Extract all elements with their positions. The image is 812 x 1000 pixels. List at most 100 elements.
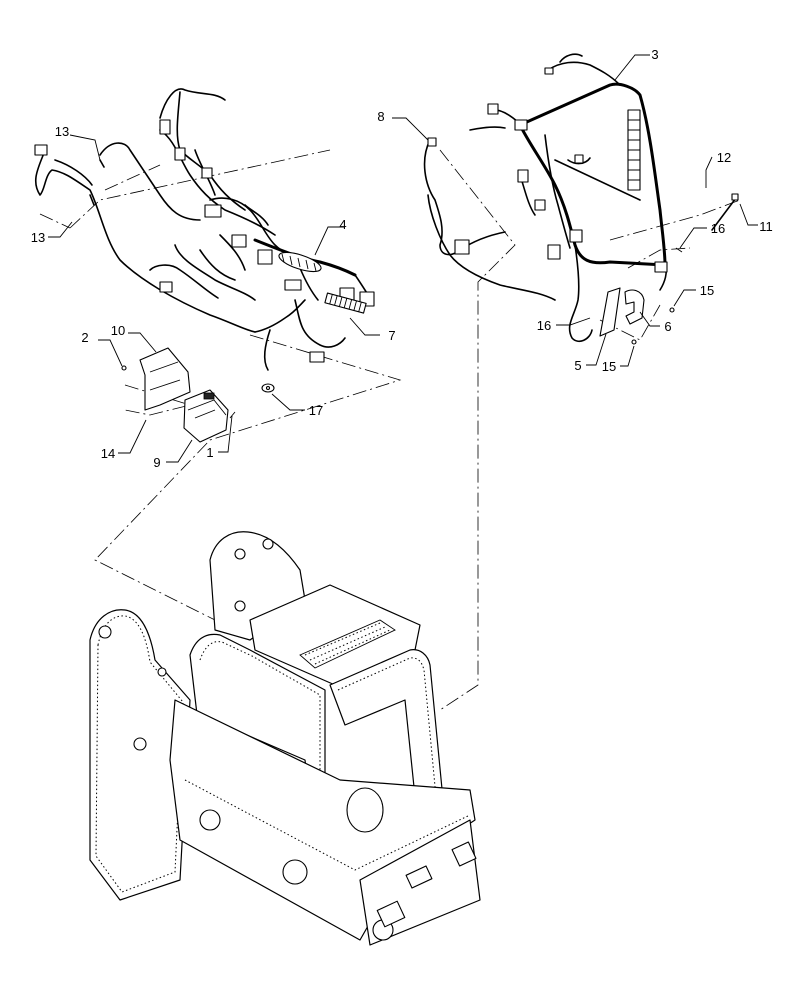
access-hole [199,809,221,831]
callout-15a: 15 [700,283,714,298]
callout-4: 4 [339,217,346,232]
leader-16a [679,227,707,249]
callout-17: 17 [309,403,323,418]
step-plate [376,900,406,928]
callout-7: 7 [388,328,395,343]
assembly-line [104,164,161,191]
leader-6 [639,311,660,327]
bracket [599,287,621,337]
callout-11: 11 [759,219,773,234]
callout-12: 12 [717,150,731,165]
fastener [229,411,236,419]
callout-10: 10 [111,323,125,338]
screw [121,365,127,371]
chassis-edge [184,779,471,871]
leader-10 [128,332,157,353]
callout-8: 8 [377,109,384,124]
connector [654,261,668,273]
leader-13b [48,221,73,238]
grille-slots [304,622,391,665]
harness-wire [99,142,201,221]
step-plate [405,865,433,889]
harness-wire [547,61,621,86]
machine-frame [89,531,481,946]
callout-6: 6 [664,319,671,334]
leader-16b [556,317,591,326]
pivot-hole [98,625,112,639]
grommet-hole [265,385,271,391]
rops-edge [337,657,439,819]
connector [517,169,529,183]
controller-assembly [121,347,236,443]
leader-13a [69,134,101,161]
cab-floor-part [346,787,384,833]
connector [174,147,186,161]
callout-15b: 15 [602,359,616,374]
harness-wire [35,149,256,333]
pivot-hole [234,548,246,560]
connector [547,244,561,260]
assembly-line [69,149,331,229]
connector [231,234,247,248]
harness-wire [199,249,236,281]
harness-wire [423,139,506,256]
leader-2 [98,339,123,367]
harness-wire [294,299,346,348]
assembly-line [94,334,402,621]
access-hole [282,859,308,885]
harness-wire [469,126,506,131]
harness-wire [159,88,226,119]
callout-2: 2 [81,330,88,345]
leader-8 [392,117,429,141]
callout-13b: 13 [31,230,45,245]
leader-7 [349,317,380,336]
harness-wire [54,159,93,186]
harness-trunk [253,238,357,277]
connector [574,154,584,164]
wire-loom [278,251,322,273]
pivot-hole [157,667,167,677]
callout-3: 3 [651,47,658,62]
leader-5 [586,333,607,366]
callout-16b: 16 [537,318,551,333]
harness-wire [544,134,571,249]
leader-15b [620,345,635,367]
harness-wire [174,244,256,301]
connector-block [324,292,367,314]
connector [201,167,213,179]
rod [711,197,737,231]
harness-wire [149,264,219,299]
callout-9: 9 [153,455,160,470]
leader-4 [314,226,345,256]
connector [544,67,554,75]
leader-14 [118,419,147,454]
connector [534,199,546,211]
leader-1 [218,415,233,453]
cover-grille [299,619,396,669]
leader-11 [739,203,758,226]
pivot-hole [262,538,274,550]
connector [159,119,171,135]
harness-wire [263,329,271,371]
connector [454,239,470,255]
harness-wire [244,204,269,226]
wire-loom-bands [281,253,317,272]
harness-wire [299,267,319,301]
connector [514,119,528,131]
harness-trunk [518,123,667,267]
left-upright [89,609,191,901]
connector [204,204,222,218]
pivot-hole [133,737,147,751]
bracket-detail [149,361,181,391]
module-connector [203,392,215,400]
leader-12 [705,156,713,188]
screw [631,339,637,345]
callout-13a: 13 [55,124,69,139]
assembly-line [609,199,741,241]
wire-loom-bands [628,119,640,181]
control-module-detail [187,399,227,419]
callout-1: 1 [206,445,213,460]
connector [34,144,48,156]
callouts: 13 13 4 7 17 2 10 14 9 1 8 3 12 11 16 15… [31,47,773,470]
